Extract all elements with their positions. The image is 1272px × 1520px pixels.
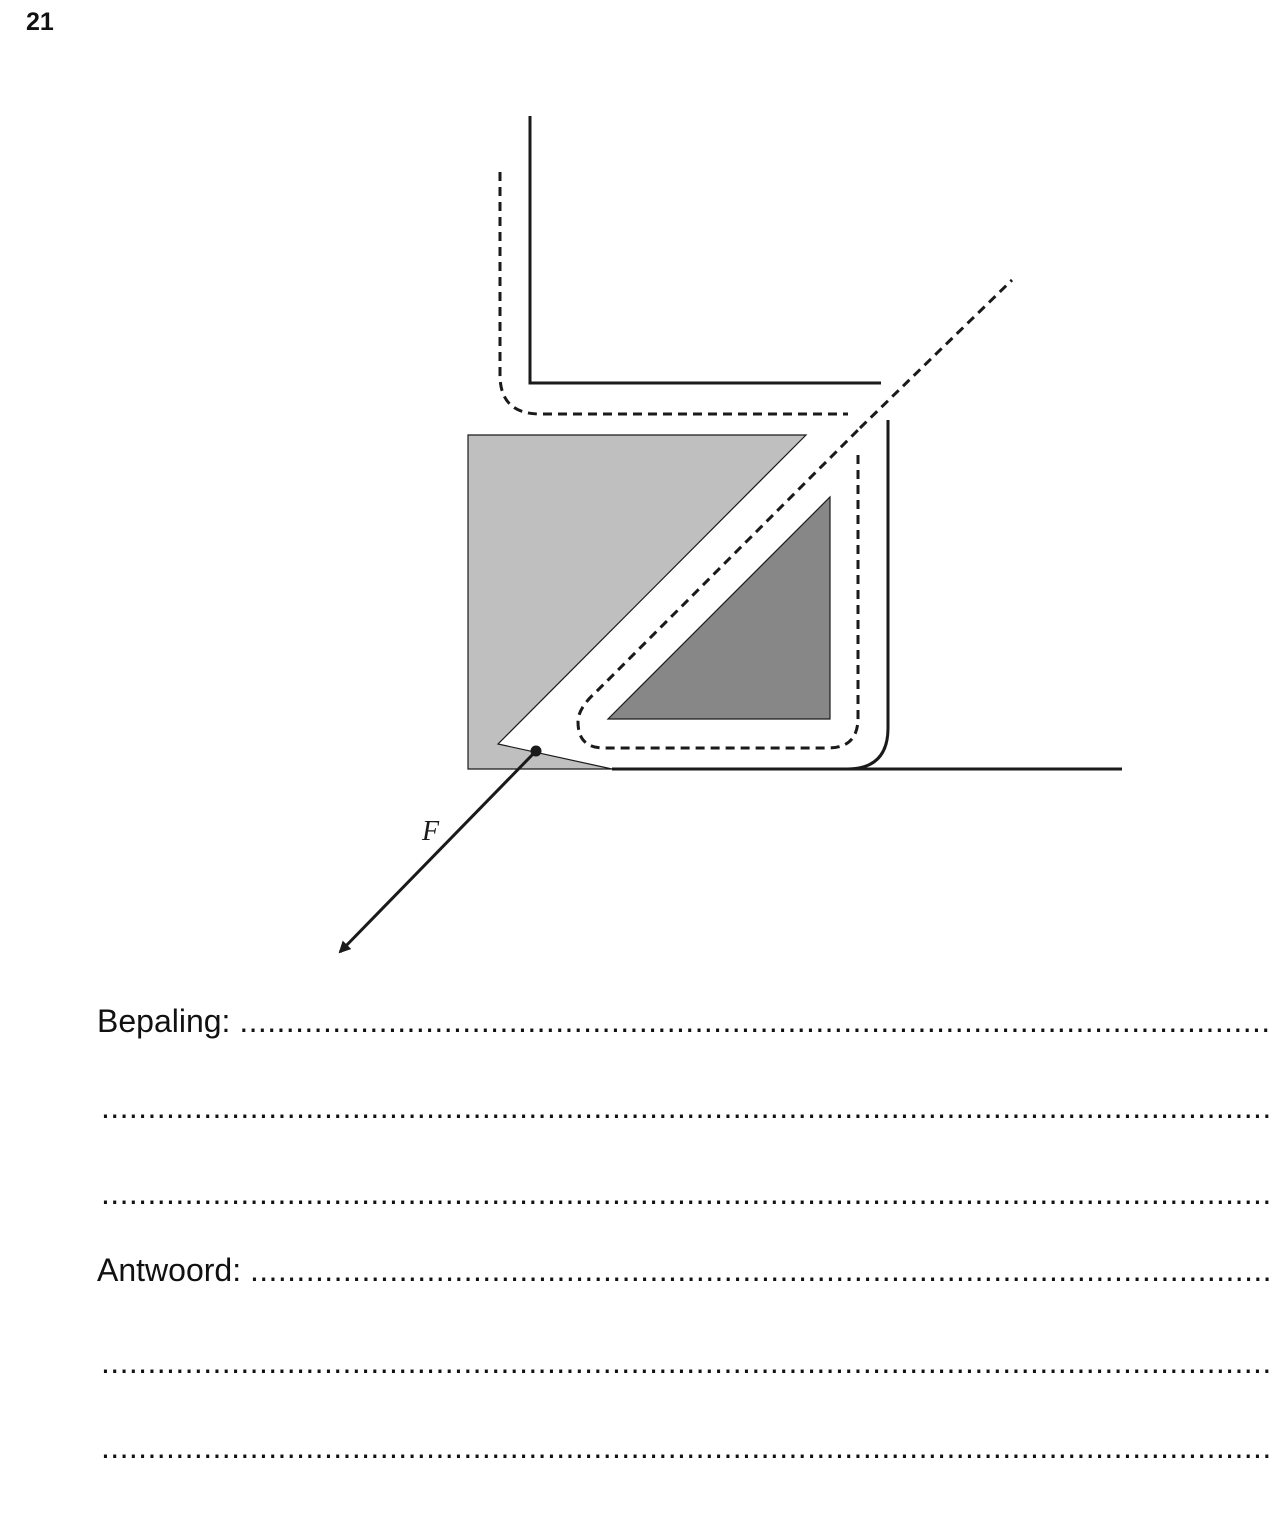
force-label: F xyxy=(421,816,440,847)
answer-dots: ........................................… xyxy=(101,1089,1272,1125)
physics-figure: F xyxy=(338,116,1122,954)
block-light xyxy=(467,434,808,770)
bepaling-line-3[interactable]: ........................................… xyxy=(101,1173,1272,1213)
dashed-diagonal xyxy=(858,278,1014,430)
force-point xyxy=(530,745,542,757)
answer-dots: ........................................… xyxy=(101,1175,1272,1211)
antwoord-label: Antwoord: xyxy=(97,1252,242,1288)
upper-wall xyxy=(528,116,881,385)
antwoord-line-2[interactable]: ........................................… xyxy=(101,1342,1272,1382)
bepaling-line-2[interactable]: ........................................… xyxy=(101,1087,1272,1127)
bepaling-line-1[interactable]: Bepaling: ..............................… xyxy=(97,1001,1272,1041)
antwoord-line-1[interactable]: Antwoord: ..............................… xyxy=(97,1250,1272,1290)
triangle-dark xyxy=(606,495,831,720)
answer-dots: ........................................… xyxy=(101,1344,1272,1380)
dashed-path-upper xyxy=(498,172,848,416)
answer-dots: ........................................… xyxy=(249,1252,1272,1288)
answer-dots: ........................................… xyxy=(101,1429,1272,1465)
page-number: 21 xyxy=(26,8,54,36)
bepaling-label: Bepaling: xyxy=(97,1003,231,1039)
force-arrow xyxy=(338,749,538,954)
antwoord-line-3[interactable]: ........................................… xyxy=(101,1427,1272,1467)
answer-dots: ........................................… xyxy=(239,1003,1272,1039)
